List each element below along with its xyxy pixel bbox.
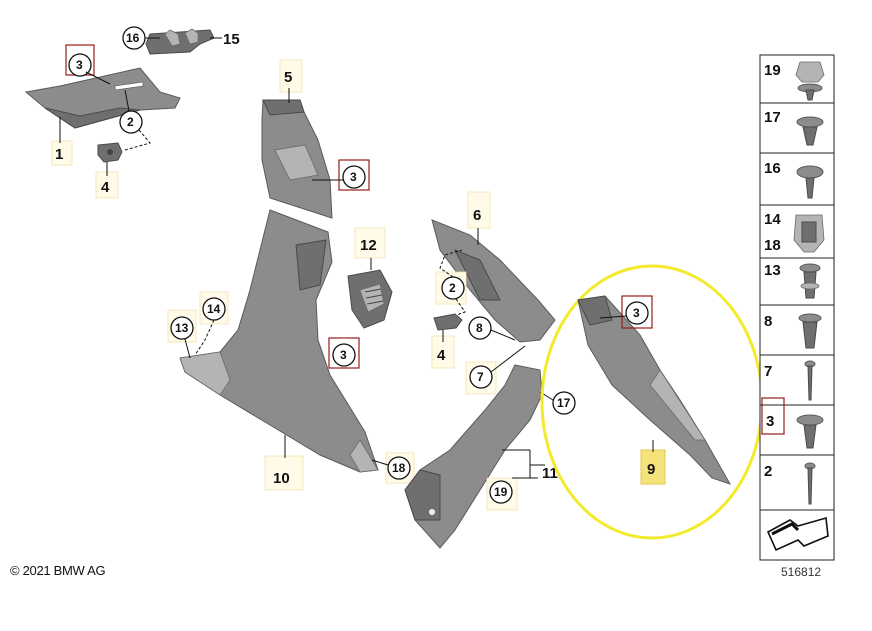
part-9-trim-panel[interactable] (577, 295, 732, 485)
legend-item-8: 8 (764, 313, 772, 330)
label-12: 12 (360, 237, 377, 254)
self-tapping-screw-icon (804, 462, 816, 505)
label-2-b: 2 (449, 281, 456, 295)
part-5-upper-pillar-trim[interactable] (261, 99, 333, 219)
part-4-clip-a[interactable] (97, 142, 123, 163)
part-15-bracket[interactable] (145, 28, 215, 55)
push-rivet-icon (796, 116, 824, 146)
label-8: 8 (476, 321, 483, 335)
label-10: 10 (273, 470, 290, 487)
label-19: 19 (494, 485, 508, 499)
label-2-a: 2 (127, 115, 134, 129)
plastic-rivet-icon (798, 313, 822, 349)
clip-nut-icon (795, 61, 825, 101)
part-4-clip-b[interactable] (433, 313, 463, 331)
fir-tree-clip-icon (796, 414, 824, 449)
part-12-air-vent[interactable] (347, 269, 393, 329)
legend-item-16: 16 (764, 160, 781, 177)
legend-item-3: 3 (766, 413, 774, 430)
part-11-lower-trim[interactable] (404, 364, 543, 549)
label-15: 15 (223, 31, 240, 48)
label-18: 18 (392, 461, 406, 475)
clamp-clip-icon (793, 214, 825, 253)
legend-item-14: 14 (764, 211, 781, 228)
copyright-notice: © 2021 BMW AG (10, 563, 106, 578)
label-9: 9 (647, 461, 655, 478)
expansion-rivet-icon (799, 263, 821, 299)
long-screw-icon (804, 360, 816, 401)
label-16: 16 (126, 31, 140, 45)
screw-icon (796, 165, 824, 199)
label-1: 1 (55, 146, 63, 163)
label-3-b: 3 (350, 170, 357, 184)
arrow-symbol-icon (766, 516, 829, 552)
diagram-number: 516812 (781, 565, 822, 579)
label-7: 7 (477, 370, 484, 384)
legend-item-18: 18 (764, 237, 781, 254)
legend-item-7: 7 (764, 363, 772, 380)
label-14: 14 (207, 302, 221, 316)
legend-item-2: 2 (764, 463, 772, 480)
legend-item-13: 13 (764, 262, 781, 279)
label-6: 6 (473, 207, 481, 224)
legend-item-17: 17 (764, 109, 781, 126)
label-3-d: 3 (633, 306, 640, 320)
label-17: 17 (557, 396, 571, 410)
label-4-b: 4 (437, 347, 446, 364)
label-13: 13 (175, 321, 189, 335)
label-11: 11 (542, 465, 558, 482)
label-3-c: 3 (340, 348, 347, 362)
part-1-trim[interactable] (24, 67, 181, 129)
part-10-lower-pillar-trim[interactable] (179, 209, 379, 473)
label-3-a: 3 (76, 58, 83, 72)
legend-item-19: 19 (764, 62, 781, 79)
label-5: 5 (284, 69, 292, 86)
label-4-a: 4 (101, 179, 110, 196)
fastener-legend: 19 17 16 14 18 13 8 (759, 54, 835, 561)
